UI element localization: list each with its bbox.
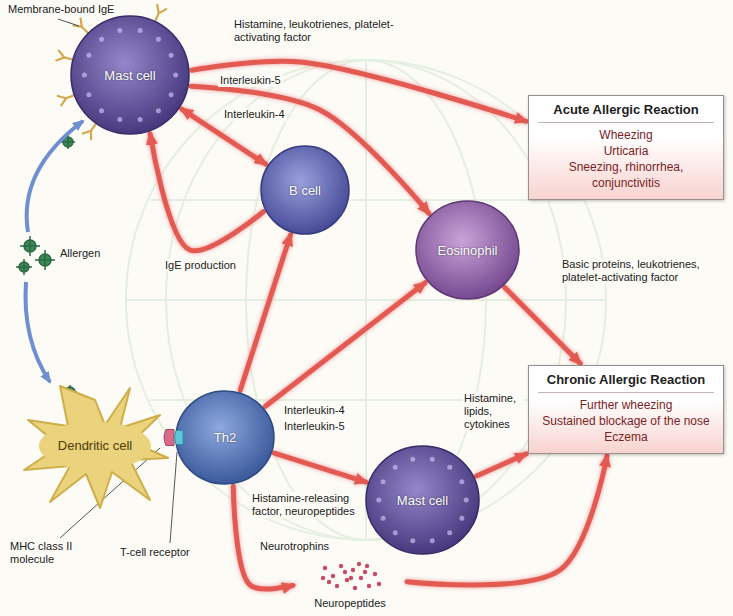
part-label: T-cell receptor <box>118 546 192 559</box>
edge-label: Histamine, lipids, cytokines <box>462 392 524 431</box>
allergen-particles <box>16 135 77 399</box>
text-group: Acute Allergic ReactionWheezingUrticaria… <box>538 102 714 191</box>
part-label: Membrane-bound IgE <box>6 3 116 16</box>
signal-arrow <box>150 134 263 251</box>
allergen-arrow <box>26 282 51 382</box>
text-group: Eosinophil <box>438 243 498 258</box>
cell-label: Th2 <box>214 430 236 445</box>
edge-label: Histamine-releasing factor, neuropeptide… <box>250 492 362 518</box>
text-group: Neuropeptides <box>312 597 388 609</box>
edge-label: Interleukin-5 <box>218 74 283 87</box>
edge-label: Interleukin-5 <box>282 420 347 433</box>
symptom-text: Eczema <box>538 429 714 445</box>
edge-label: Interleukin-4 <box>282 404 347 417</box>
signal-arrow <box>274 453 366 482</box>
text-group: Th2 <box>214 430 236 445</box>
signal-arrow <box>476 454 526 476</box>
neuropeptide-cluster: Neuropeptides <box>295 560 405 612</box>
edge-label: Neurotrophins <box>258 540 331 553</box>
eosinophil-cell: Eosinophil <box>415 200 520 300</box>
signal-arrow <box>240 235 290 390</box>
symptom-text: Urticaria <box>538 143 714 159</box>
text-group: Mast cell <box>104 68 155 83</box>
signal-arrow <box>265 283 425 407</box>
cell-label: Eosinophil <box>438 243 498 258</box>
text-group: B cell <box>289 183 321 198</box>
cell-label: Neuropeptides <box>312 597 388 609</box>
cell-label: Mast cell <box>397 493 448 508</box>
part-label: MHC class II molecule <box>8 540 92 566</box>
reaction-box: Chronic Allergic ReactionFurther wheezin… <box>528 365 724 454</box>
symptom-text: Sustained blockage of the nose <box>538 413 714 429</box>
edge-label: Basic proteins, leukotrienes, platelet-a… <box>560 258 719 284</box>
allergen-arrow <box>27 121 83 232</box>
symptom-text: Wheezing <box>538 127 714 143</box>
dendritic-cell: Dendritic cell <box>20 380 170 510</box>
text-group: Mast cell <box>397 493 448 508</box>
cell-label: B cell <box>289 183 321 198</box>
symptom-text: Further wheezing <box>538 397 714 413</box>
part-label: Allergen <box>58 247 102 260</box>
cell-label: Dendritic cell <box>58 438 132 453</box>
text-group: Dendritic cell <box>58 438 132 453</box>
text-group: Chronic Allergic ReactionFurther wheezin… <box>538 372 714 445</box>
th2-cell: Th2 <box>175 390 275 485</box>
reaction-box: Acute Allergic ReactionWheezingUrticaria… <box>528 95 724 200</box>
leader-line <box>58 19 79 26</box>
edge-label: IgE production <box>163 259 238 272</box>
b-cell: B cell <box>260 145 350 235</box>
symptom-text: Sneezing, rhinorrhea, conjunctivitis <box>538 159 714 191</box>
box-heading: Acute Allergic Reaction <box>538 102 714 123</box>
edge-label: Histamine, leukotrienes, platelet-activa… <box>232 18 411 44</box>
mast-cell: Mast cell <box>70 15 190 135</box>
edge-label: Interleukin-4 <box>222 108 287 121</box>
cell-label: Mast cell <box>104 68 155 83</box>
mast-cell: Mast cell <box>365 445 480 555</box>
leader-line <box>170 452 177 543</box>
signal-arrow <box>505 288 580 364</box>
box-heading: Chronic Allergic Reaction <box>538 372 714 393</box>
